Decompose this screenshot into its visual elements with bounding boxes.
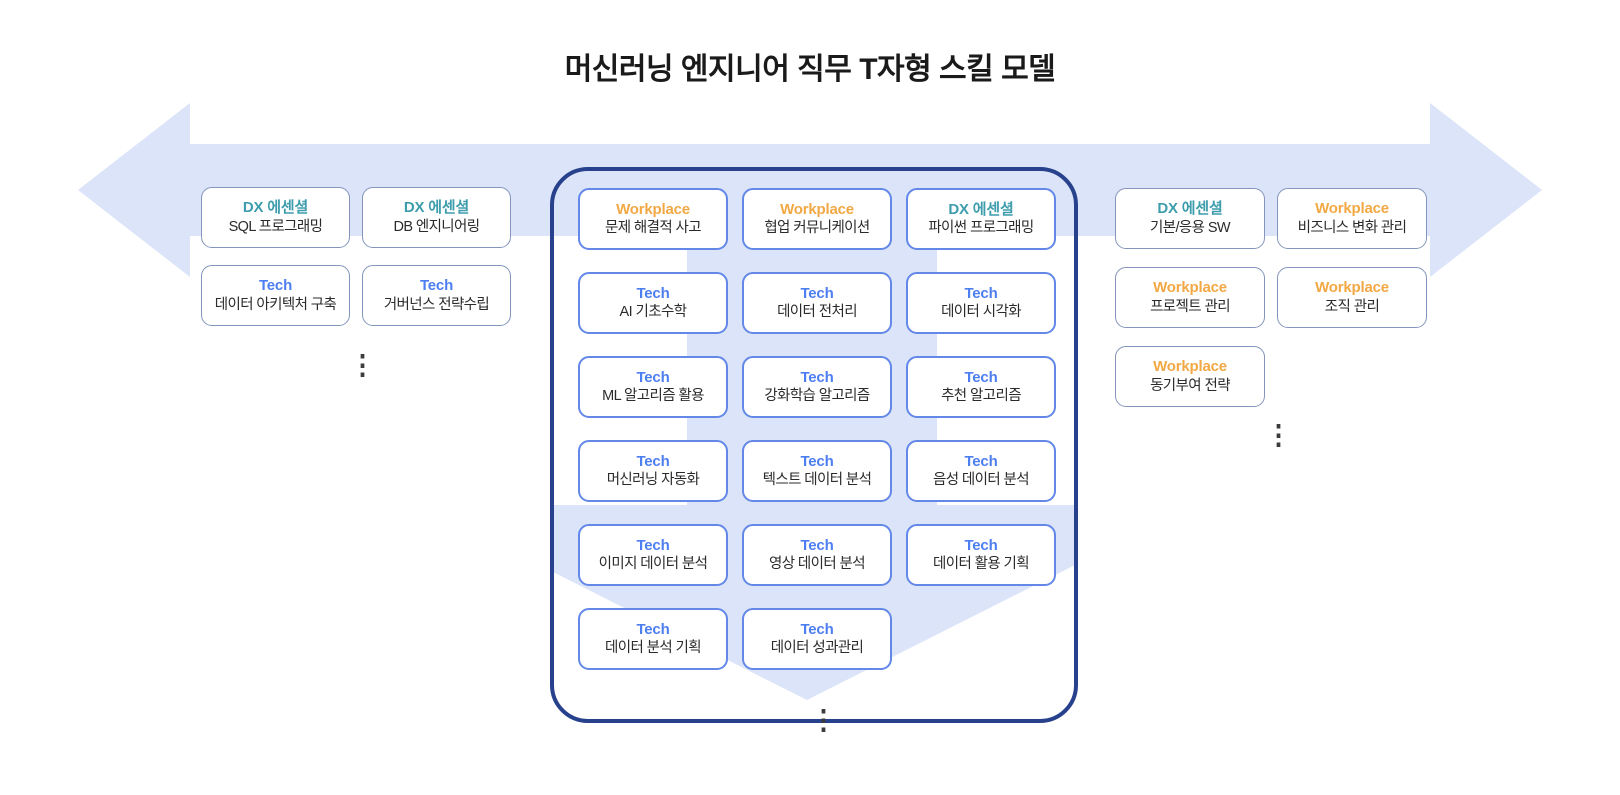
skill-name: ML 알고리즘 활용 <box>602 388 704 405</box>
skill-name: AI 기초수학 <box>619 304 687 321</box>
skill-category-label: Tech <box>964 452 998 470</box>
skill-name: 협업 커뮤니케이션 <box>764 220 870 237</box>
skill-name: 이미지 데이터 분석 <box>598 556 708 573</box>
skill-card: Workplace 문제 해결적 사고 <box>578 188 728 250</box>
skill-card: Tech 영상 데이터 분석 <box>742 524 892 586</box>
skill-name: 강화학습 알고리즘 <box>764 388 870 405</box>
skill-card: Tech 음성 데이터 분석 <box>906 440 1056 502</box>
skill-name: 거버넌스 전략수립 <box>383 296 490 313</box>
skill-name: 데이터 시각화 <box>941 304 1021 321</box>
skill-category-label: Tech <box>964 284 998 302</box>
skill-card: Workplace 비즈니스 변화 관리 <box>1277 188 1427 249</box>
skill-card: Tech ML 알고리즘 활용 <box>578 356 728 418</box>
skill-category-label: DX 에센셜 <box>948 200 1014 218</box>
skill-name: 문제 해결적 사고 <box>604 220 702 237</box>
skill-category-label: Tech <box>636 284 670 302</box>
skill-card: Tech 강화학습 알고리즘 <box>742 356 892 418</box>
skill-name: 음성 데이터 분석 <box>932 472 1030 489</box>
skill-card: Tech 추천 알고리즘 <box>906 356 1056 418</box>
skill-name: 데이터 성과관리 <box>770 640 864 657</box>
page-title: 머신러닝 엔지니어 직무 T자형 스킬 모델 <box>564 53 1056 86</box>
skill-category-label: Workplace <box>1153 358 1227 376</box>
skill-card: DX 에센셜 기본/응용 SW <box>1115 188 1265 249</box>
skill-card: Tech 데이터 아키텍처 구축 <box>201 265 350 326</box>
skill-card: Tech 데이터 분석 기획 <box>578 608 728 670</box>
skill-card: DX 에센셜 파이썬 프로그래밍 <box>906 188 1056 250</box>
skill-name: 추천 알고리즘 <box>941 388 1021 405</box>
skill-name: 비즈니스 변화 관리 <box>1297 219 1407 236</box>
skill-category-label: Tech <box>258 277 293 295</box>
skill-name: 영상 데이터 분석 <box>768 556 866 573</box>
skill-category-label: Workplace <box>1153 279 1227 297</box>
skill-card: Workplace 동기부여 전략 <box>1115 346 1265 407</box>
skill-name: 조직 관리 <box>1324 298 1380 315</box>
skill-category-label: DX 에센셜 <box>403 199 470 217</box>
skill-category-label: Tech <box>636 536 670 554</box>
skill-category-label: Tech <box>636 368 670 386</box>
skill-card: Tech 데이터 성과관리 <box>742 608 892 670</box>
skill-card: Workplace 협업 커뮤니케이션 <box>742 188 892 250</box>
skill-category-label: Tech <box>964 368 998 386</box>
center-skill-group: Workplace 문제 해결적 사고 Workplace 협업 커뮤니케이션 … <box>578 188 1056 670</box>
more-items-ellipsis-left: ⋮ <box>349 350 376 380</box>
skill-category-label: Tech <box>800 284 834 302</box>
skill-name: 데이터 활용 기획 <box>932 556 1030 573</box>
skill-category-label: Workplace <box>780 200 854 218</box>
skill-category-label: Workplace <box>1315 279 1389 297</box>
skill-name: 동기부여 전략 <box>1150 377 1230 394</box>
skill-name: 머신러닝 자동화 <box>606 472 700 489</box>
skill-card: Tech 머신러닝 자동화 <box>578 440 728 502</box>
t-model-center-box <box>550 167 1078 723</box>
skill-card: DX 에센셜 DB 엔지니어링 <box>362 187 511 248</box>
more-items-ellipsis-right: ⋮ <box>1265 420 1292 450</box>
left-skill-group: DX 에센셜 SQL 프로그래밍 DX 에센셜 DB 엔지니어링 Tech 데이… <box>201 187 511 326</box>
skill-category-label: Tech <box>964 536 998 554</box>
skill-card: Tech AI 기초수학 <box>578 272 728 334</box>
skill-card: Tech 텍스트 데이터 분석 <box>742 440 892 502</box>
skill-card: Tech 데이터 시각화 <box>906 272 1056 334</box>
right-skill-group: DX 에센셜 기본/응용 SW Workplace 비즈니스 변화 관리 Wor… <box>1115 188 1427 407</box>
skill-card: Tech 데이터 활용 기획 <box>906 524 1056 586</box>
skill-card: Workplace 프로젝트 관리 <box>1115 267 1265 328</box>
skill-name: 데이터 분석 기획 <box>604 640 702 657</box>
skill-name: 기본/응용 SW <box>1150 219 1231 236</box>
skill-name: 파이썬 프로그래밍 <box>928 220 1034 237</box>
skill-card: Tech 데이터 전처리 <box>742 272 892 334</box>
skill-card: DX 에센셜 SQL 프로그래밍 <box>201 187 350 248</box>
skill-category-label: Workplace <box>616 200 690 218</box>
skill-name: SQL 프로그래밍 <box>228 218 323 235</box>
more-items-ellipsis-center: ⋮ <box>810 705 837 735</box>
skill-category-label: DX 에센셜 <box>1157 200 1223 218</box>
skill-category-label: Tech <box>800 536 834 554</box>
skill-card: Workplace 조직 관리 <box>1277 267 1427 328</box>
skill-name: 데이터 아키텍처 구축 <box>214 296 337 313</box>
skill-category-label: DX 에센셜 <box>242 199 309 217</box>
skill-name: DB 엔지니어링 <box>393 218 480 235</box>
skill-category-label: Tech <box>636 452 670 470</box>
skill-category-label: Tech <box>636 620 670 638</box>
skill-name: 데이터 전처리 <box>777 304 857 321</box>
skill-category-label: Tech <box>419 277 454 295</box>
skill-card: Tech 이미지 데이터 분석 <box>578 524 728 586</box>
skill-card: Tech 거버넌스 전략수립 <box>362 265 511 326</box>
skill-category-label: Tech <box>800 452 834 470</box>
skill-name: 텍스트 데이터 분석 <box>762 472 872 489</box>
skill-category-label: Tech <box>800 620 834 638</box>
skill-category-label: Tech <box>800 368 834 386</box>
skill-name: 프로젝트 관리 <box>1150 298 1230 315</box>
skill-category-label: Workplace <box>1315 200 1389 218</box>
